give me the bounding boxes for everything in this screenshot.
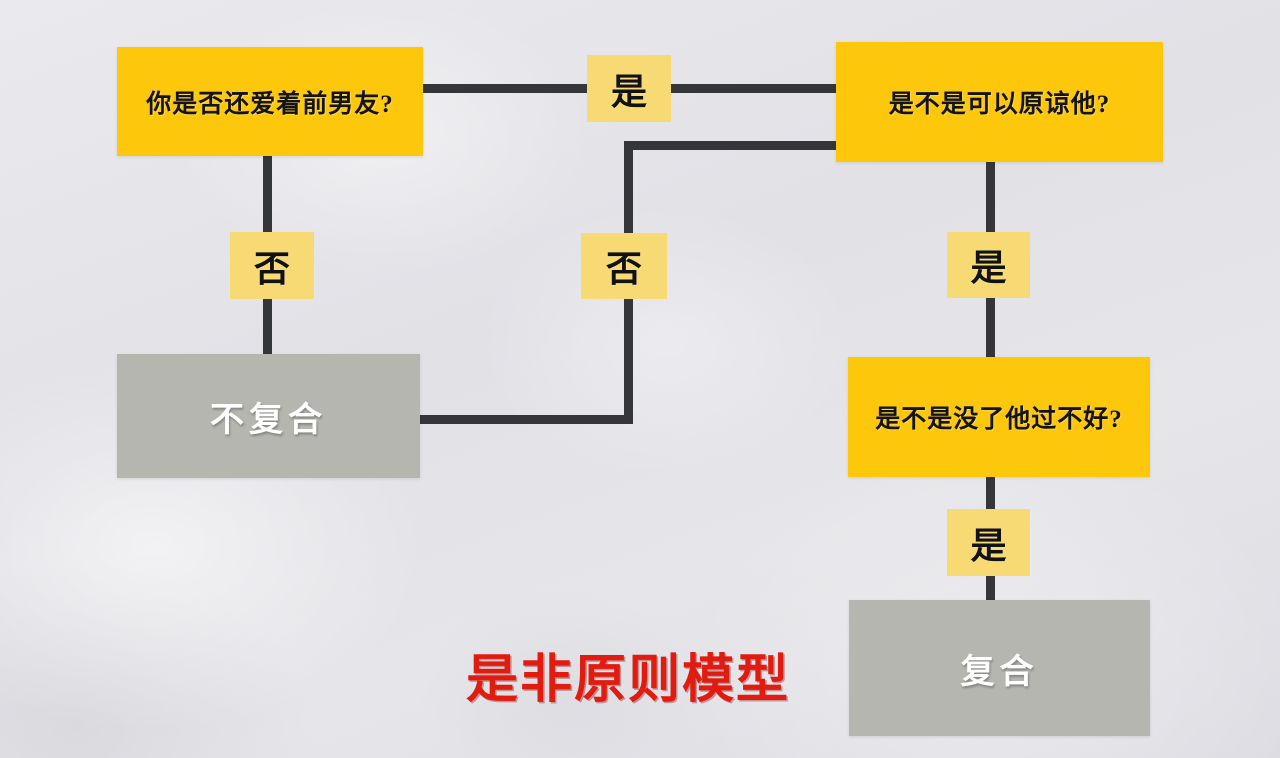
edge-label-q2-to-q3-yes: 是 [947, 232, 1030, 298]
edge-label-text: 是 [610, 71, 647, 112]
edge-label-q1-to-q2-yes: 是 [587, 55, 671, 122]
edge-label-text: 是 [970, 525, 1007, 566]
node-label: 是不是可以原谅他? [888, 91, 1111, 118]
node-outcome-no-reconcile[interactable]: 不复合 [117, 354, 420, 478]
node-question-can-forgive-him[interactable]: 是不是可以原谅他? [836, 42, 1163, 162]
edge-label-text: 否 [253, 248, 290, 289]
edge-label-q1-to-r1-no: 否 [230, 232, 314, 299]
edge-label-text: 是 [970, 248, 1007, 288]
node-outcome-reconcile[interactable]: 复合 [849, 600, 1150, 736]
edge-label-q3-to-r2-yes: 是 [947, 509, 1030, 576]
edge-label-text: 否 [605, 249, 642, 289]
connector-q2-to-r1-top [624, 141, 838, 150]
connector-q2-to-r1-bottom [418, 415, 633, 424]
diagram-caption: 是非原则模型 [466, 651, 791, 709]
node-question-still-love-ex[interactable]: 你是否还爱着前男友? [117, 47, 423, 156]
node-label: 复合 [960, 653, 1039, 691]
node-label: 不复合 [210, 401, 327, 439]
node-label: 你是否还爱着前男友? [146, 90, 394, 118]
edge-label-q2-to-r1-no: 否 [581, 233, 667, 299]
node-question-cant-live-without-him[interactable]: 是不是没了他过不好? [848, 357, 1150, 477]
node-label: 是不是没了他过不好? [875, 406, 1123, 433]
